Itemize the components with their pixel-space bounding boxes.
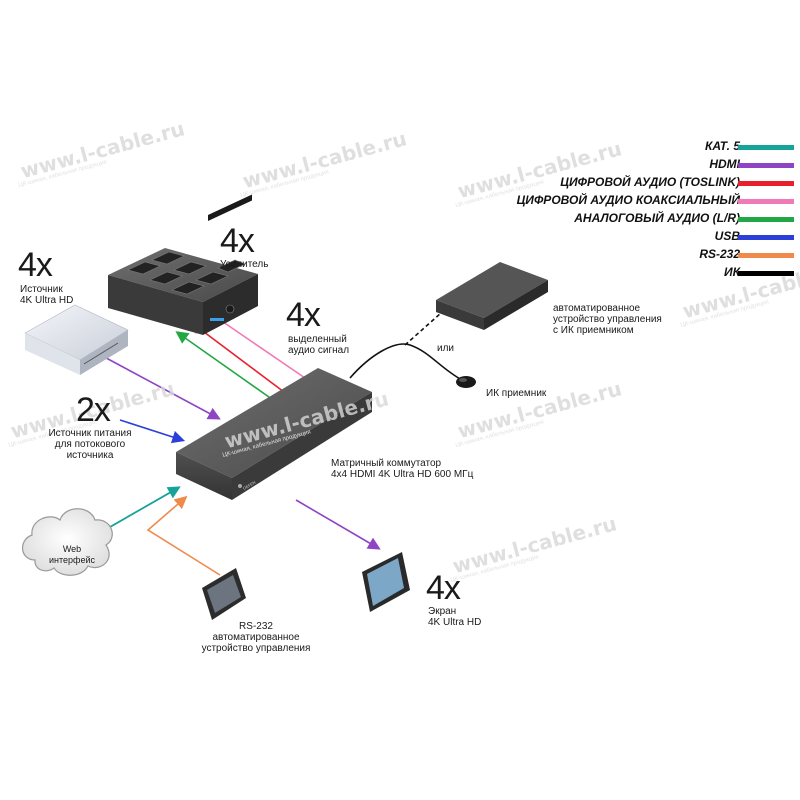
switch-brand: GEFEN <box>242 480 257 491</box>
web-cloud <box>22 508 113 576</box>
display-count: 4x <box>426 569 461 607</box>
hdmi-line-display <box>295 499 381 550</box>
legend-swatch-ir <box>738 271 794 276</box>
automation-ir-device <box>436 262 548 330</box>
legend-label-rs232: RS-232 <box>699 247 740 261</box>
legend-swatch-toslink <box>738 181 794 186</box>
amplifier-label: Усилитель <box>220 259 269 270</box>
legend-label-usb: USB <box>714 229 740 243</box>
legend-swatch-rs232 <box>738 253 794 258</box>
coax-line <box>207 311 306 379</box>
source-count: 4x <box>18 246 53 284</box>
legend-label-ir: ИК <box>723 265 740 279</box>
legend-label-hdmi: HDMI <box>709 157 740 171</box>
hdmi-line-source <box>94 351 221 420</box>
legend-swatch-coax <box>738 199 794 204</box>
ir-cable <box>349 343 463 381</box>
automation-ir-label: автоматированное устройство управления с… <box>553 303 662 336</box>
rs232-controller-device <box>202 568 246 620</box>
amplifier-count: 4x <box>220 222 255 260</box>
web-label: Web интерфейс <box>49 544 95 565</box>
legend-swatch-hdmi <box>738 163 794 168</box>
source-label: Источник 4K Ultra HD <box>20 284 74 306</box>
display-label: Экран 4K Ultra HD <box>428 606 482 628</box>
rs232-line <box>146 495 221 576</box>
legend-label-analog: АНАЛОГОВЫЙ АУДИО (L/R) <box>574 211 740 225</box>
ir-receiver-label: ИК приемник <box>486 388 547 399</box>
legend-swatch-analog <box>738 217 794 222</box>
rs232-label: RS-232 автоматированное устройство управ… <box>201 621 311 654</box>
analog-line <box>175 331 277 403</box>
source-device <box>24 304 129 375</box>
legend-label-cat5: КАТ. 5 <box>704 139 740 153</box>
legend-swatch-usb <box>738 235 794 240</box>
amplifier-device <box>108 194 258 335</box>
matrix-switch: GEFEN <box>176 368 372 500</box>
legend-label-toslink: ЦИФРОВОЙ АУДИО (TOSLINK) <box>560 175 740 189</box>
toslink-line <box>189 321 289 396</box>
audio-out-count: 4x <box>286 296 321 334</box>
or-text: или <box>437 343 455 354</box>
ir-receiver-device <box>456 376 476 388</box>
legend-label-coax: ЦИФРОВОЙ АУДИО КОАКСИАЛЬНЫЙ <box>516 193 740 207</box>
power-count: 2x <box>76 391 111 429</box>
usb-line <box>119 419 186 444</box>
legend-swatch-cat5 <box>738 145 794 150</box>
audio-out-label: выделенный аудио сигнал <box>288 334 350 356</box>
display-device <box>362 552 410 612</box>
switch-label: Матричный коммутатор 4x4 HDMI 4K Ultra H… <box>331 458 474 480</box>
power-label: Источник питания для потокового источник… <box>48 428 132 461</box>
